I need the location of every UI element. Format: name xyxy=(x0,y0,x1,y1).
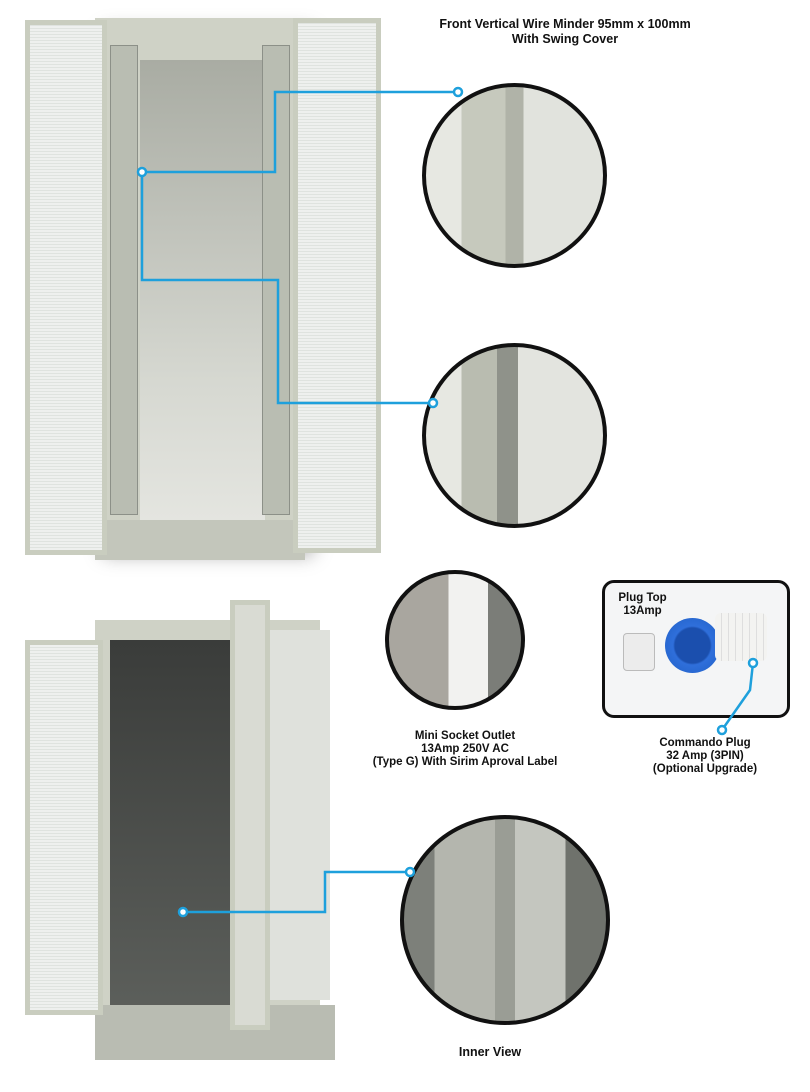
socket-line2: 13Amp 250V AC xyxy=(421,743,509,755)
plug-panel xyxy=(602,580,790,718)
plug-top-line1: Plug Top xyxy=(618,592,667,604)
commando-line2: 32 Amp (3PIN) xyxy=(666,750,744,762)
left-mesh-door xyxy=(25,20,107,555)
plug-top-image xyxy=(623,633,655,671)
plug-top-label: Plug Top 13Amp xyxy=(605,592,680,618)
inner-view-closeup xyxy=(400,815,610,1025)
right-door-bottom xyxy=(230,600,270,1030)
wire-minder-line2: With Swing Cover xyxy=(511,32,619,46)
socket-line3: (Type G) With Sirim Aproval Label xyxy=(372,756,558,768)
socket-outlet-closeup xyxy=(385,570,525,710)
wire-minder-label: Front Vertical Wire Minder 95mm x 100mm … xyxy=(415,17,715,47)
right-mesh-door xyxy=(293,18,381,553)
wire-minder-closeup-top xyxy=(422,83,607,268)
wire-minder-line1: Front Vertical Wire Minder 95mm x 100mm xyxy=(439,17,691,31)
commando-line1: Commando Plug xyxy=(659,737,751,749)
socket-label: Mini Socket Outlet 13Amp 250V AC (Type G… xyxy=(360,730,570,769)
commando-label: Commando Plug 32 Amp (3PIN) (Optional Up… xyxy=(620,737,790,776)
wire-minder-closeup-middle xyxy=(422,343,607,528)
socket-line1: Mini Socket Outlet xyxy=(414,730,516,742)
plug-top-line2: 13Amp xyxy=(623,605,662,617)
inner-view-label: Inner View xyxy=(458,1045,522,1059)
commando-line3: (Optional Upgrade) xyxy=(652,763,758,775)
left-mesh-door-bottom xyxy=(25,640,103,1015)
commando-plug-image xyxy=(665,618,720,673)
